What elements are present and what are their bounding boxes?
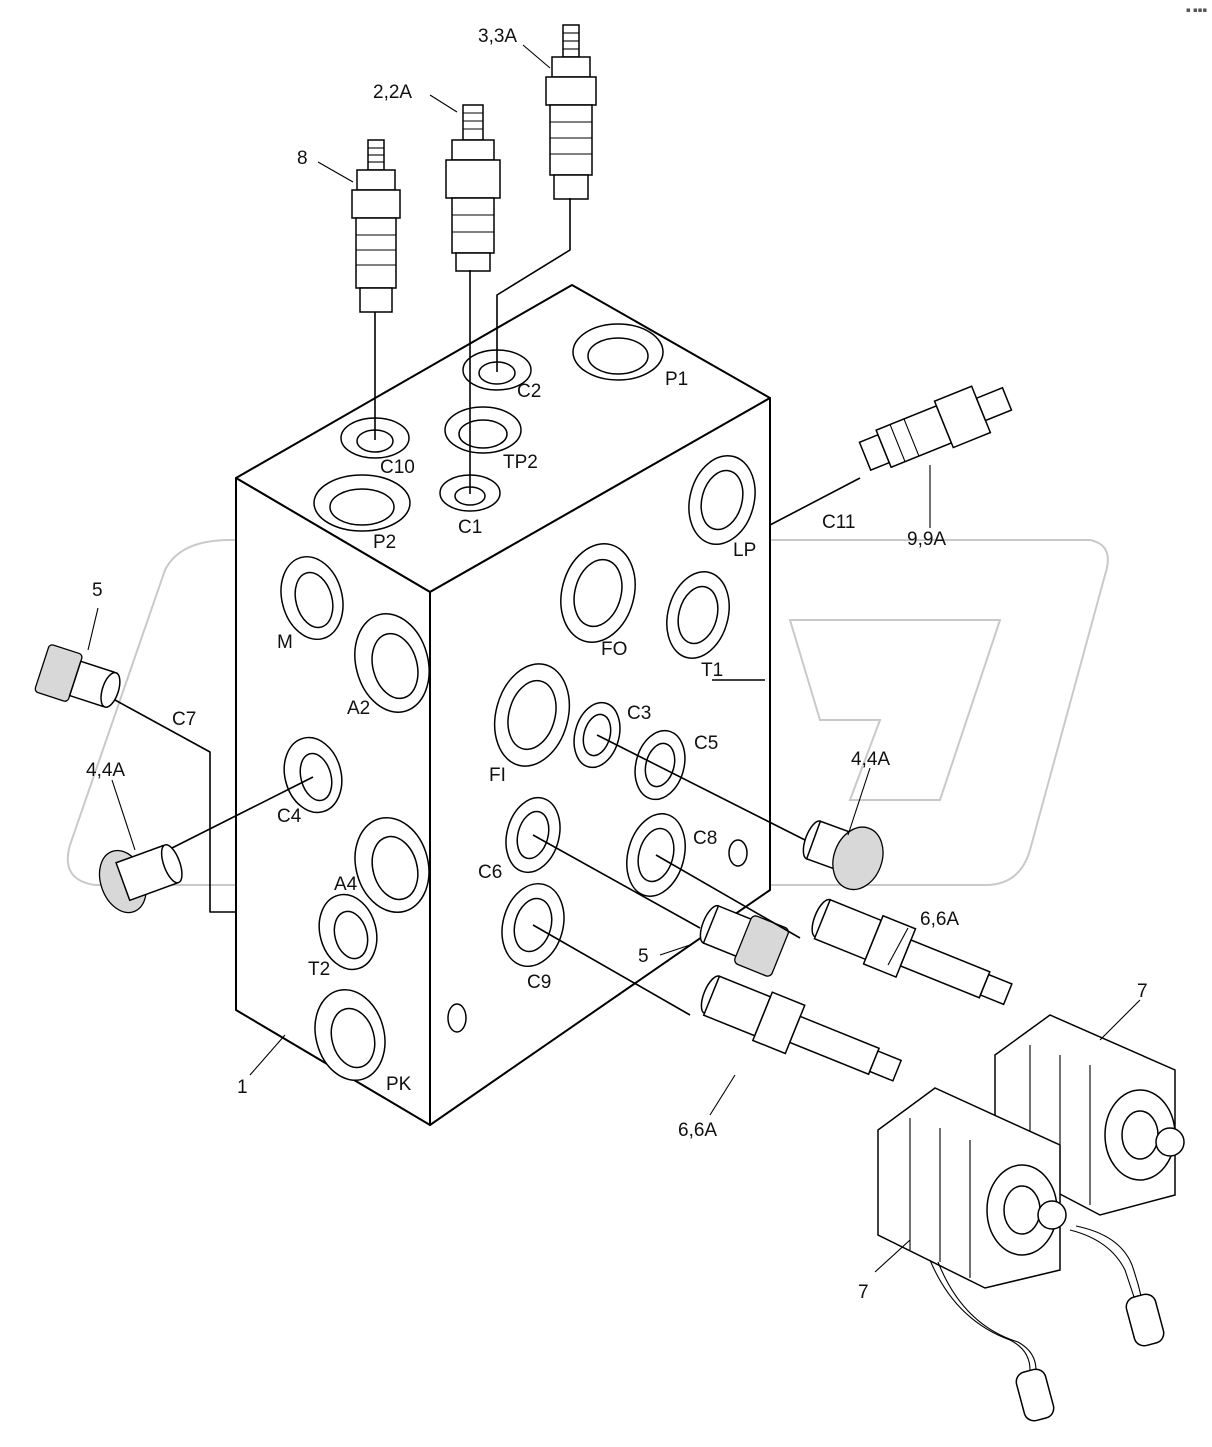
port-c5 [634,729,686,801]
label-6-6a-top: 6,6A [920,909,959,930]
small-hole-right [728,839,748,867]
port-t1 [666,571,730,659]
cartridge-8 [351,139,401,313]
port-fo [560,543,636,643]
leader-lines [87,44,1141,1273]
label-5-middle: 5 [638,946,649,967]
cartridge-9-9a [858,385,1013,472]
label-c6: C6 [478,862,502,883]
label-c4: C4 [277,806,302,827]
label-c2: C2 [517,381,541,402]
plug-5-left [34,644,121,708]
port-pk [314,988,386,1082]
port-p2 [313,474,411,532]
label-a4: A4 [334,874,358,895]
label-c5: C5 [694,733,718,754]
label-7-top: 7 [1137,981,1148,1002]
label-t1: T1 [701,660,723,681]
label-fo: FO [601,639,627,660]
label-c10: C10 [380,457,415,478]
label-5-left: 5 [92,580,103,601]
port-tp2 [444,406,522,454]
label-p2: P2 [373,532,396,553]
port-m [280,555,344,641]
label-tp2: TP2 [503,452,538,473]
label-9-9a: 9,9A [907,529,946,550]
label-fi: FI [489,765,506,786]
port-fi [493,663,571,767]
label-8: 8 [297,148,308,169]
plug-5-middle [699,904,789,977]
port-p1 [572,323,664,381]
port-a2 [354,613,430,713]
label-c1: C1 [458,517,482,538]
corner-mark: ▪ ▪▪▪ [1186,6,1207,14]
label-a2: A2 [347,698,370,719]
coil-7-bottom [877,1087,1165,1422]
small-hole-bottom [447,1003,467,1033]
label-c11: C11 [822,512,855,533]
label-4-4a-left: 4,4A [86,760,125,781]
label-c3: C3 [627,703,651,724]
label-c7: C7 [172,709,196,730]
label-pk: PK [386,1074,412,1095]
label-1: 1 [237,1077,248,1098]
port-c4 [283,736,343,814]
port-t2 [318,893,378,971]
port-lp [688,455,756,545]
label-lp: LP [733,540,756,561]
labels: 3,3A 2,2A 8 C2 P1 C10 TP2 C1 P2 C11 9,9A… [86,26,1148,1303]
cartridge-3-3a [545,24,597,200]
label-4-4a-right: 4,4A [851,749,890,770]
plug-4-4a-left [98,844,183,914]
solenoid-valve-6-6a-top [811,898,1013,1006]
valve-block [235,284,771,1126]
label-p1: P1 [665,369,688,390]
label-7-bottom: 7 [858,1282,869,1303]
plug-4-4a-right [802,820,884,891]
label-c8: C8 [693,828,717,849]
label-6-6a-bottom: 6,6A [678,1120,717,1141]
solenoid-valve-6-6a-bottom [700,975,903,1082]
label-3-3a: 3,3A [478,26,517,47]
cartridge-2-2a [445,104,501,272]
label-2-2a: 2,2A [373,82,412,103]
label-c9: C9 [527,972,551,993]
label-m: M [277,632,293,653]
label-t2: T2 [308,959,330,980]
port-a4 [354,816,430,914]
